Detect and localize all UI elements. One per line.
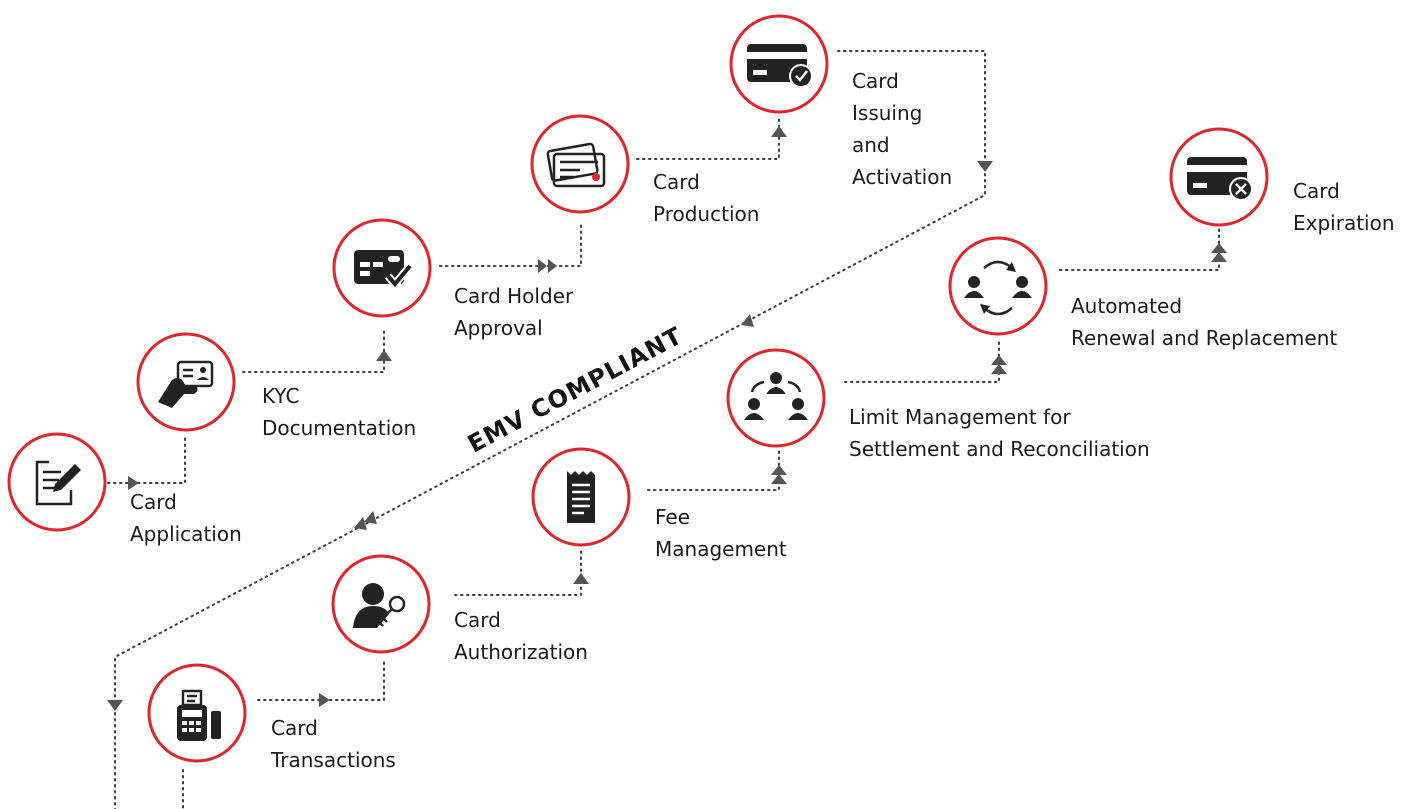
label-line: Authorization	[454, 640, 588, 664]
arrow-right	[319, 693, 330, 707]
label-line: Production	[653, 202, 759, 226]
user-network-icon	[744, 372, 808, 420]
step-card-holder-approval[interactable]	[332, 218, 432, 318]
arrow-diagonal-double-a	[354, 517, 367, 530]
arrow-diagonal-double-b	[364, 511, 377, 524]
label-line: Activation	[852, 165, 952, 189]
arrow-double-up-b	[771, 474, 787, 484]
label-line: Card	[271, 716, 318, 740]
label-line: Card	[130, 490, 177, 514]
arrow-right	[128, 476, 139, 490]
connector-production-issuing	[636, 115, 780, 160]
step-circle	[726, 348, 826, 448]
step-circle	[948, 236, 1048, 336]
renewal-users-icon	[964, 260, 1032, 316]
step-card-production[interactable]	[530, 114, 630, 214]
label-line: Automated	[1071, 294, 1182, 318]
emv-compliant-badge: EMV COMPLIANT	[463, 321, 687, 458]
label-line: Card Holder	[454, 284, 574, 308]
arrow-up	[376, 350, 392, 361]
connector-application-kyc	[107, 436, 186, 484]
arrow-double-right-b	[548, 259, 557, 273]
step-limit-management[interactable]	[726, 348, 826, 448]
connector-fee-limit	[647, 450, 780, 491]
arrow-down	[977, 161, 993, 172]
label-card-application: Card Application	[130, 490, 242, 546]
label-line: Documentation	[262, 416, 416, 440]
arrow-double-up-a	[991, 355, 1007, 365]
card-check-icon	[354, 250, 414, 291]
connector-authorization-fee	[454, 549, 582, 596]
connector-kyc-approval	[242, 329, 385, 373]
label-line: Limit Management for	[849, 405, 1071, 429]
label-line: Approval	[454, 316, 543, 340]
connector-transactions-authorization	[257, 659, 385, 701]
arrow-double-right-a	[538, 259, 547, 273]
label-card-issuing-activation: Card Issuing and Activation	[852, 69, 952, 189]
label-card-production: Card Production	[653, 170, 759, 226]
label-card-authorization: Card Authorization	[454, 608, 588, 664]
label-line: Issuing	[852, 101, 922, 125]
arrow-double-up-b	[1211, 252, 1227, 262]
step-automated-renewal[interactable]	[948, 236, 1048, 336]
connector-renewal-expiration	[1059, 227, 1220, 271]
arrow-down	[107, 700, 123, 711]
label-line: Settlement and Reconciliation	[849, 437, 1150, 461]
label-line: Card	[852, 69, 899, 93]
label-line: and	[852, 133, 890, 157]
arrow-double-up-a	[1211, 243, 1227, 253]
label-line: Application	[130, 522, 242, 546]
label-line: Renewal and Replacement	[1071, 326, 1337, 350]
label-card-expiration: Card Expiration	[1293, 179, 1395, 235]
card-expired-icon	[1187, 157, 1253, 201]
card-activated-icon	[747, 44, 813, 88]
arrow-double-up-b	[991, 364, 1007, 374]
cards-stack-icon	[546, 142, 606, 188]
step-card-authorization[interactable]	[331, 554, 431, 654]
label-automated-renewal: Automated Renewal and Replacement	[1071, 294, 1337, 350]
label-line: Management	[655, 537, 787, 561]
label-limit-management: Limit Management for Settlement and Reco…	[849, 405, 1150, 461]
step-circle	[136, 332, 236, 432]
label-line: Transactions	[270, 748, 396, 772]
step-fee-management[interactable]	[531, 447, 631, 547]
arrow-up	[771, 126, 787, 137]
step-circle	[530, 114, 630, 214]
form-edit-icon	[35, 460, 81, 506]
label-line: Fee	[655, 505, 690, 529]
label-kyc-documentation: KYC Documentation	[262, 384, 416, 440]
receipt-icon	[567, 471, 595, 523]
arrow-double-up-a	[771, 465, 787, 475]
step-kyc-documentation[interactable]	[136, 332, 236, 432]
step-card-issuing-activation[interactable]	[729, 14, 829, 114]
user-key-icon	[353, 583, 406, 628]
pos-terminal-icon	[177, 689, 221, 741]
label-line: Expiration	[1293, 211, 1395, 235]
labels: Card Application KYC Documentation Card …	[130, 69, 1395, 772]
arrow-diagonal	[741, 314, 754, 327]
step-card-application[interactable]	[7, 432, 107, 532]
step-card-transactions[interactable]	[147, 663, 247, 763]
label-fee-management: Fee Management	[655, 505, 787, 561]
label-line: Card	[653, 170, 700, 194]
label-card-holder-approval: Card Holder Approval	[454, 284, 580, 340]
label-card-transactions: Card Transactions	[270, 716, 396, 772]
connector-approval-production	[439, 222, 582, 267]
step-card-expiration[interactable]	[1169, 127, 1269, 227]
connectors	[107, 50, 1227, 809]
label-line: KYC	[262, 384, 300, 408]
label-line: Card	[1293, 179, 1340, 203]
arrow-up	[573, 573, 589, 584]
step-circle	[331, 554, 431, 654]
connector-limit-renewal	[844, 340, 1000, 383]
id-card-hand-icon	[158, 360, 214, 408]
label-line: Card	[454, 608, 501, 632]
